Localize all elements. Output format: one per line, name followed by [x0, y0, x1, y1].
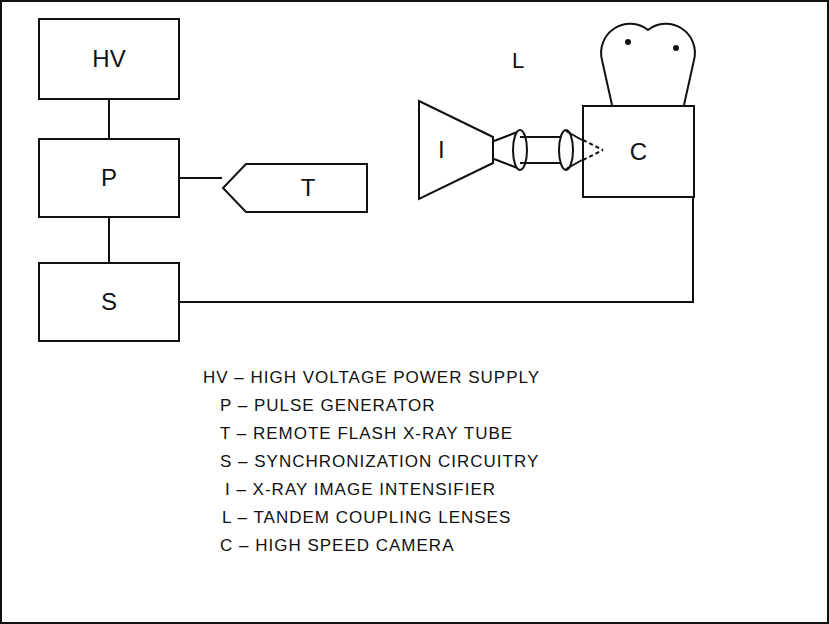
node-label: P: [101, 164, 117, 192]
node-label: S: [101, 288, 117, 316]
image-intensifier-shape: I: [418, 100, 494, 200]
legend-line: S – SYNCHRONIZATION CIRCUITRY: [220, 452, 539, 472]
sync-circuit-box: S: [38, 262, 180, 342]
connector-path: [180, 198, 693, 302]
connector-path: [180, 177, 222, 179]
connector-line: [109, 100, 110, 138]
camera-box: C: [582, 105, 695, 198]
legend-line: HV – HIGH VOLTAGE POWER SUPPLY: [203, 368, 540, 388]
legend-line: C – HIGH SPEED CAMERA: [220, 536, 455, 556]
film-reels: [601, 24, 695, 105]
connector-path: [108, 218, 110, 262]
power-supply-box: HV: [38, 18, 180, 100]
shape-outline: [223, 164, 367, 212]
shape-outline: [419, 101, 493, 199]
tube-outline: [222, 163, 368, 213]
node-label: C: [630, 138, 647, 166]
lens-assembly: [494, 130, 603, 170]
connector-line: [109, 218, 110, 262]
xray-tube-shape: T: [222, 163, 368, 213]
node-label: T: [301, 174, 316, 202]
legend-line: T – REMOTE FLASH X-RAY TUBE: [220, 424, 513, 444]
connector-line: [180, 178, 222, 179]
lens-label: L: [512, 48, 525, 74]
connector-path: [108, 100, 110, 138]
node-label: I: [438, 136, 445, 164]
legend-line: P – PULSE GENERATOR: [220, 396, 436, 416]
node-label: HV: [92, 45, 125, 73]
pulse-generator-box: P: [38, 138, 180, 218]
connector-line: [180, 198, 693, 302]
legend-line: L – TANDEM COUPLING LENSES: [222, 508, 511, 528]
legend-line: I – X-RAY IMAGE INTENSIFIER: [225, 480, 496, 500]
intensifier-outline: [418, 100, 494, 200]
